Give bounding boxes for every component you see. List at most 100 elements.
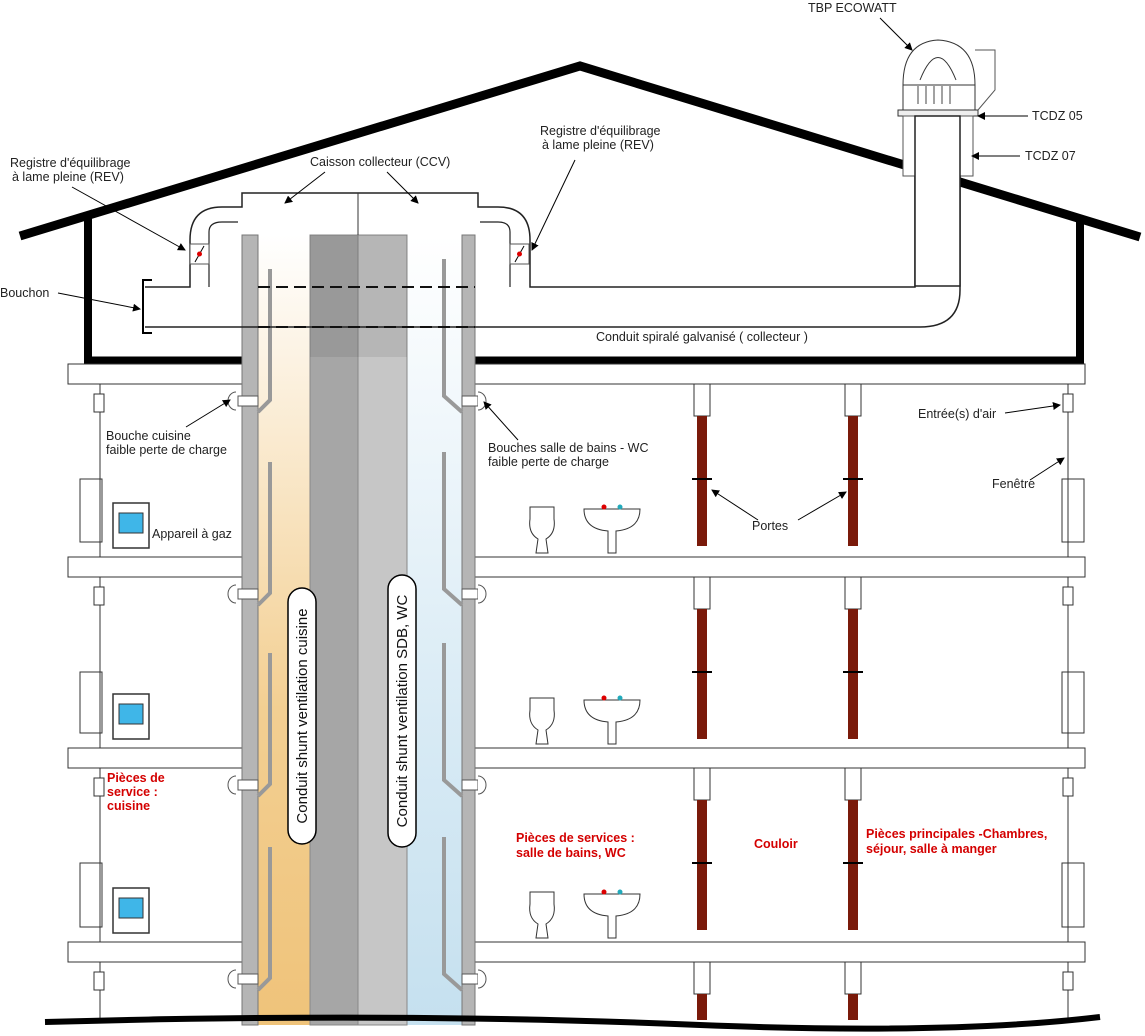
- floor-slab-left: [67, 363, 243, 385]
- appareil-gaz-label: Appareil à gaz: [152, 527, 232, 541]
- kitchen-branch-duct: [256, 462, 272, 607]
- door: [848, 416, 858, 546]
- rev-right-label-2: à lame pleine (REV): [542, 138, 654, 152]
- collector-duct: [145, 119, 961, 328]
- ccv-label: Caisson collecteur (CCV): [310, 155, 450, 169]
- air-inlet-right: [1062, 393, 1074, 413]
- door: [848, 800, 858, 930]
- kitchen-vent-mouth: [237, 588, 259, 600]
- shaft-wall-right: [461, 234, 476, 1026]
- kitchen-branch-duct: [256, 847, 272, 992]
- sdb-vent-mouth: [461, 588, 479, 600]
- floor-slab-right: [474, 556, 1086, 578]
- door-frame: [844, 576, 862, 610]
- central-block-left: [309, 234, 359, 1026]
- door-frame: [844, 383, 862, 417]
- sdb-vent: [477, 391, 487, 411]
- bouche-cuisine-label: Bouche cuisine: [106, 429, 191, 443]
- cold-tap: [617, 889, 623, 895]
- air-inlet-left: [93, 777, 105, 797]
- sdb-vent-mouth: [461, 779, 479, 791]
- exterior-wall-right: [1061, 671, 1085, 734]
- washbasin: [583, 893, 641, 939]
- floor-slab-right: [474, 363, 1086, 385]
- portes-label: Portes: [752, 519, 788, 533]
- fan-label: TBP ECOWATT: [808, 1, 897, 15]
- rev-left-label: Registre d'équilibrage: [10, 156, 131, 170]
- svg-text:Conduit shunt ventilation cuis: Conduit shunt ventilation cuisine: [294, 608, 311, 823]
- air-inlet-left: [93, 586, 105, 606]
- bouches-sdb-label: Bouches salle de bains - WC: [488, 441, 649, 455]
- door-frame: [844, 961, 862, 995]
- toilet: [529, 891, 555, 939]
- sdb-branch-duct: [442, 452, 464, 607]
- hot-tap: [601, 889, 607, 895]
- exterior-wall-left: [79, 478, 103, 543]
- door-frame: [693, 383, 711, 417]
- kitchen-branch-duct: [256, 653, 272, 798]
- sdb-branch-duct: [442, 643, 464, 798]
- annotations: TBP ECOWATT TCDZ 05 TCDZ 07 Registre d'é…: [0, 1, 1083, 860]
- tcdz07-label: TCDZ 07: [1025, 149, 1076, 163]
- floor-slab-left: [67, 747, 243, 769]
- cold-tap: [617, 504, 623, 510]
- sdb-branch-duct: [442, 837, 464, 992]
- bouche-cuisine-label-2: faible perte de charge: [106, 443, 227, 457]
- sdb-vent: [477, 775, 487, 795]
- room-service-label-2: service :: [107, 785, 158, 799]
- air-inlet-right: [1062, 586, 1074, 606]
- sdb-vent-mouth: [461, 973, 479, 985]
- air-inlet-left: [93, 971, 105, 991]
- collector-label: Conduit spiralé galvanisé ( collecteur ): [596, 330, 808, 344]
- room-principales-label-2: séjour, salle à manger: [866, 842, 997, 856]
- sdb-vent-mouth: [461, 395, 479, 407]
- exterior-wall-left: [79, 671, 103, 734]
- exterior-wall-right: [1061, 478, 1085, 543]
- door: [697, 800, 707, 930]
- door: [697, 994, 707, 1020]
- door: [848, 609, 858, 739]
- hot-tap: [601, 504, 607, 510]
- svg-text:Conduit shunt ventilation SDB,: Conduit shunt ventilation SDB, WC: [394, 595, 411, 828]
- washbasin: [583, 699, 641, 745]
- entree-air-label: Entrée(s) d'air: [918, 407, 996, 421]
- toilet: [529, 506, 555, 554]
- kitchen-vent: [227, 969, 237, 989]
- kitchen-vent-mouth: [237, 973, 259, 985]
- room-service-label: Pièces de: [107, 771, 165, 785]
- sdb-branch-duct: [442, 259, 464, 414]
- room-sdb-label: Pièces de services :: [516, 831, 635, 845]
- hot-tap: [601, 695, 607, 701]
- ground-line: [44, 1014, 1101, 1032]
- rev-left-label-2: à lame pleine (REV): [12, 170, 124, 184]
- bouchon-label: Bouchon: [0, 286, 49, 300]
- door-frame: [693, 961, 711, 995]
- fenetre-label: Fenêtre: [992, 477, 1035, 491]
- exterior-wall-left: [79, 862, 103, 928]
- cold-tap: [617, 695, 623, 701]
- kitchen-vent: [227, 775, 237, 795]
- door: [848, 994, 858, 1020]
- washbasin: [583, 508, 641, 554]
- door: [697, 609, 707, 739]
- sdb-vent: [477, 584, 487, 604]
- gas-appliance-window: [118, 512, 144, 534]
- air-inlet-left: [93, 393, 105, 413]
- door-frame: [693, 767, 711, 801]
- room-service-label-3: cuisine: [107, 799, 150, 813]
- floor-slab-left: [67, 941, 243, 963]
- air-inlet-right: [1062, 777, 1074, 797]
- door-frame: [693, 576, 711, 610]
- room-couloir-label: Couloir: [754, 837, 798, 851]
- kitchen-vent-mouth: [237, 779, 259, 791]
- floor-slab-right: [474, 941, 1086, 963]
- floor-slab-left: [67, 556, 243, 578]
- door-frame: [844, 767, 862, 801]
- tcdz05-label: TCDZ 05: [1032, 109, 1083, 123]
- floor-slab-right: [474, 747, 1086, 769]
- toilet: [529, 697, 555, 745]
- door: [697, 416, 707, 546]
- shaft-wall-left: [241, 234, 259, 1026]
- rev-right-label: Registre d'équilibrage: [540, 124, 661, 138]
